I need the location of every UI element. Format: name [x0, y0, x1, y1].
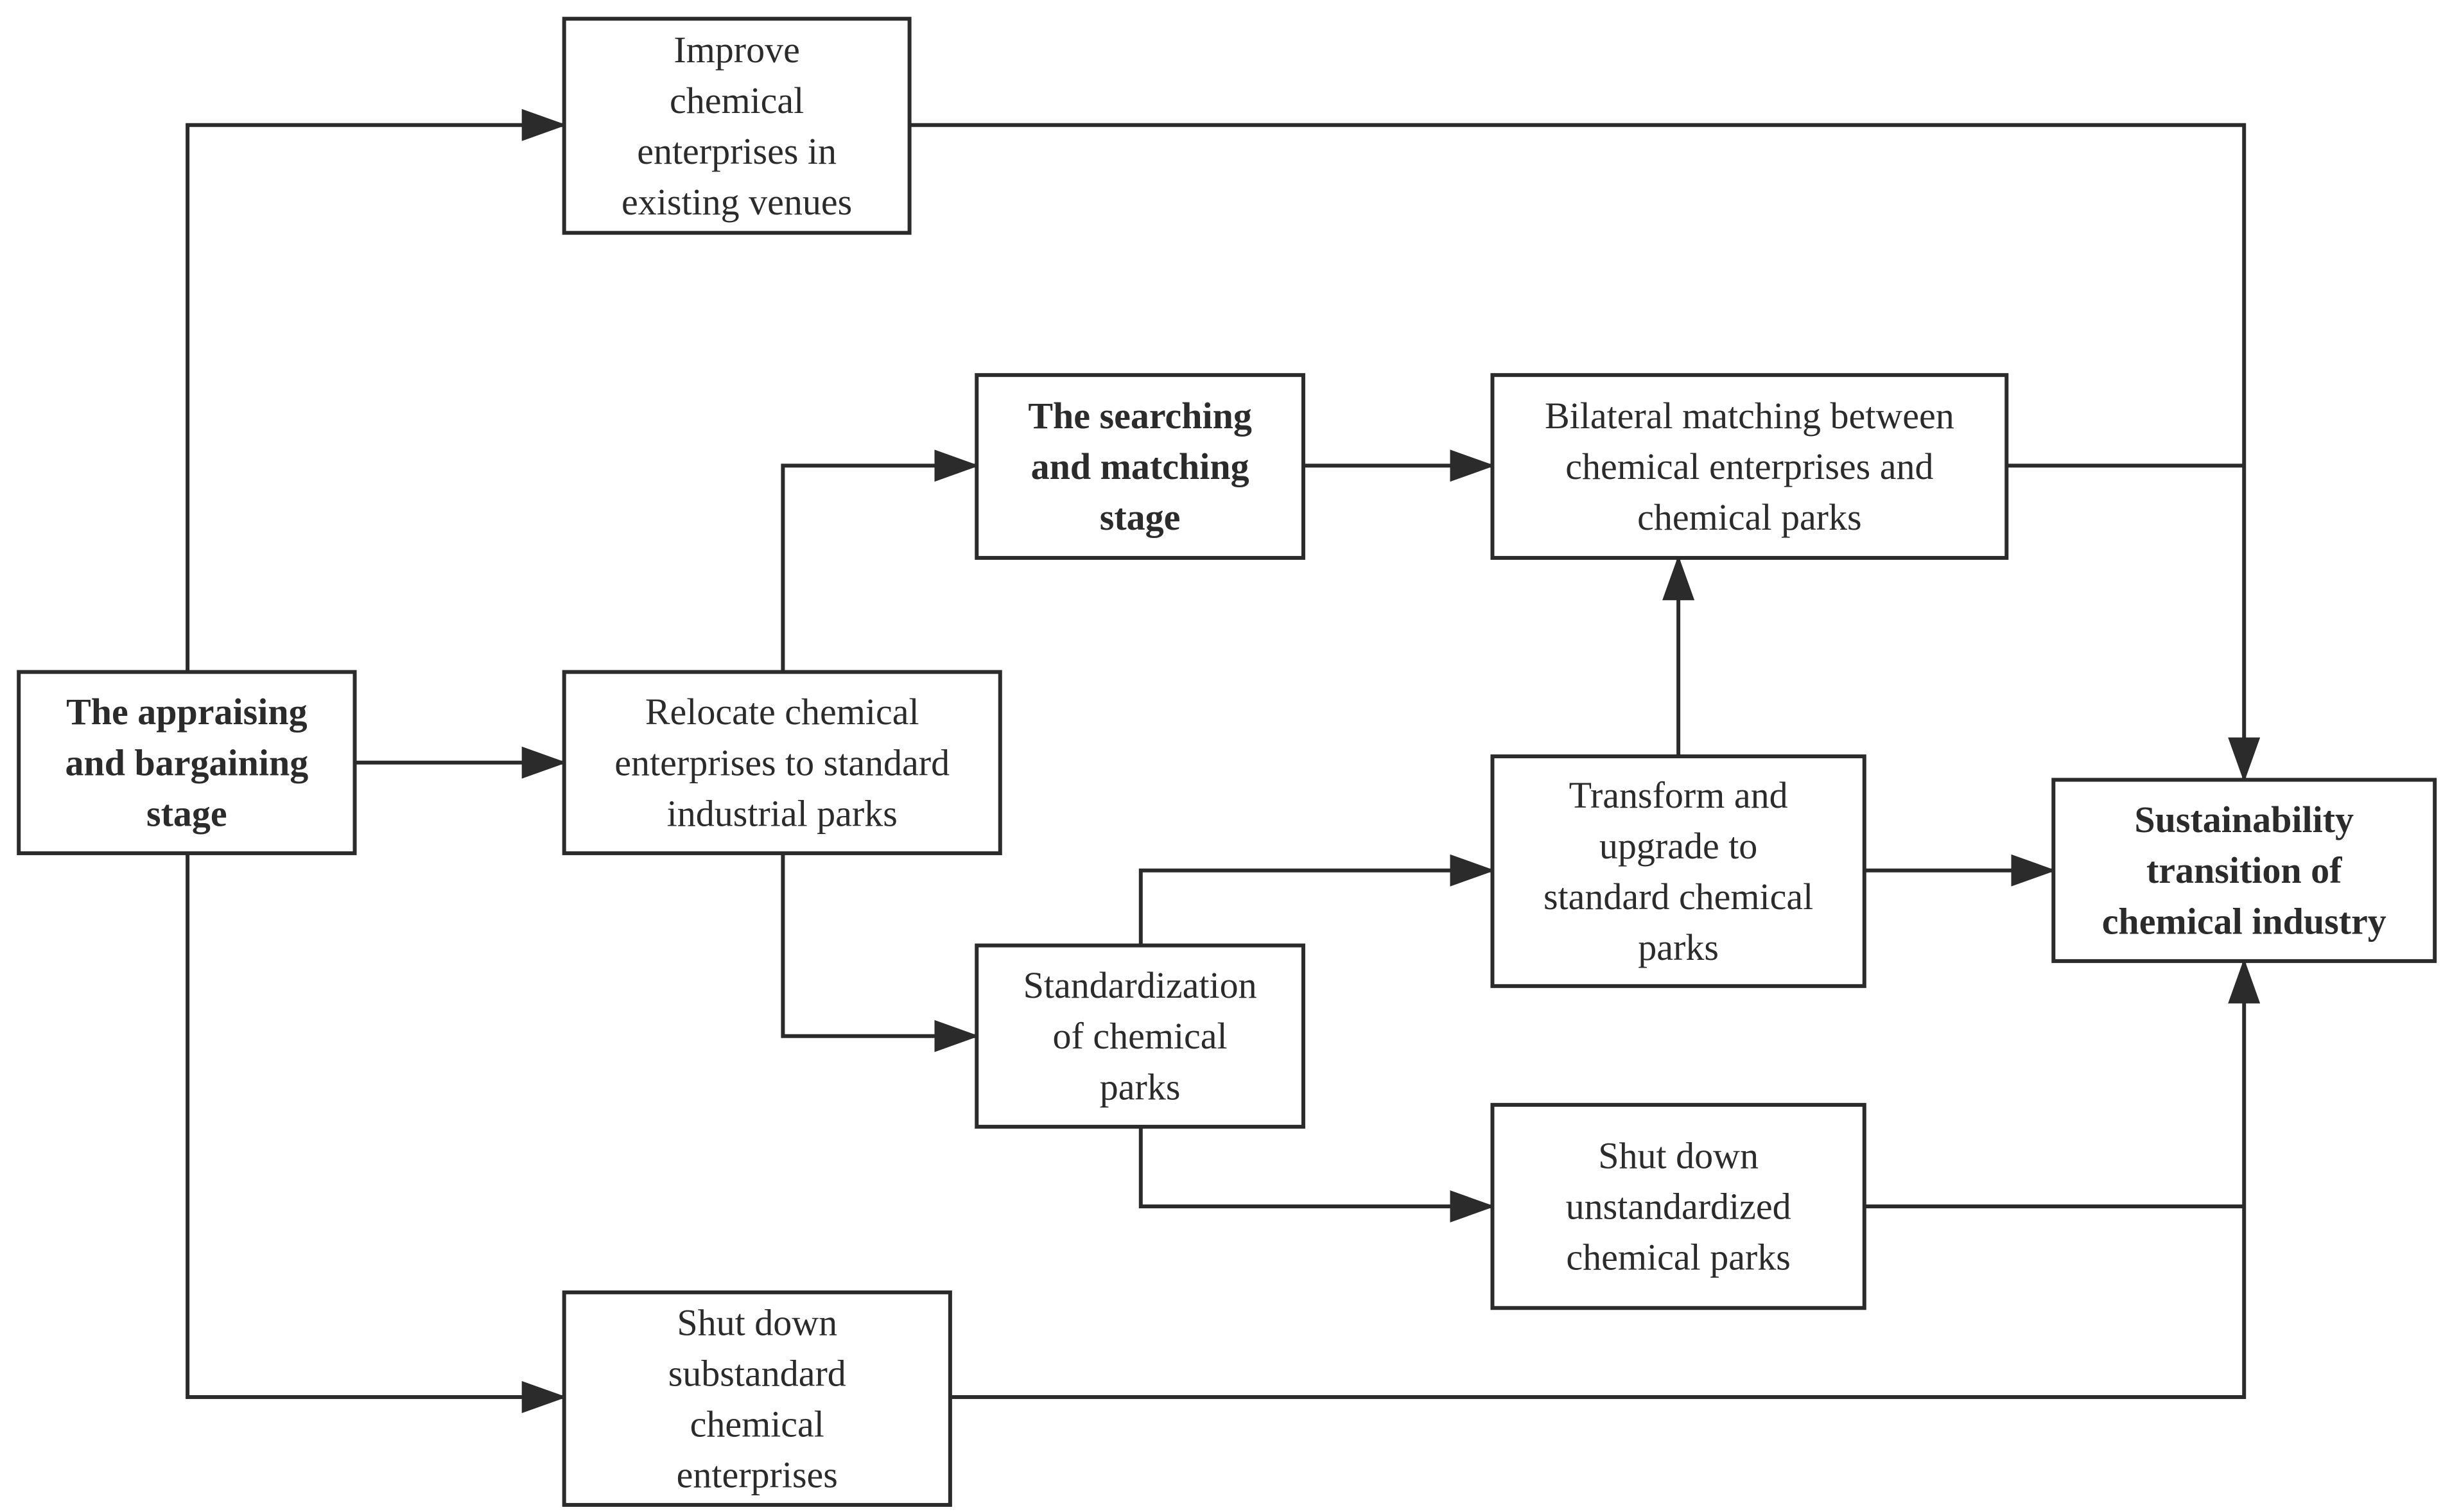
node-box-searching [975, 373, 1305, 560]
node-label-relocate: industrial parks [667, 792, 898, 834]
nodes-layer: The appraising and bargaining stage Improve… [17, 17, 2437, 1507]
node-improve: Improve chemical enterprises in existing ve… [562, 17, 912, 235]
node-label-transform: parks [1638, 926, 1719, 968]
node-label-sustainability: chemical industry [2102, 900, 2386, 942]
node-label-standardization: parks [1100, 1066, 1181, 1108]
node-label-shut-substandard: substandard [668, 1352, 846, 1394]
node-label-improve: existing venues [622, 181, 852, 223]
node-label-bilateral: chemical parks [1637, 496, 1861, 538]
node-box-appraising [17, 670, 357, 855]
node-label-sustainability: transition of [2146, 849, 2342, 891]
node-label-appraising: The appraising [66, 691, 308, 733]
edge-standardization-to-shut-unstandardized [1138, 1126, 1495, 1222]
node-label-improve: enterprises in [637, 130, 837, 172]
node-label-shut-unstandardized: Shut down [1598, 1134, 1759, 1176]
node-label-standardization: of chemical [1053, 1015, 1228, 1057]
node-label-standardization: Standardization [1023, 964, 1257, 1006]
node-box-transform [1490, 754, 1866, 988]
node-box-standardization [975, 943, 1305, 1129]
node-label-improve: Improve [674, 29, 800, 71]
edge-shut-substandard-to-sustainability [950, 958, 2261, 1399]
node-box-relocate [562, 670, 1002, 855]
edge-appraising-to-shut-substandard [186, 853, 567, 1413]
node-label-appraising: and bargaining [65, 742, 308, 783]
node-label-searching: stage [1100, 496, 1181, 538]
edge-standardization-to-transform [1138, 854, 1495, 946]
node-appraising: The appraising and bargaining stage [17, 670, 357, 855]
node-label-transform: standard chemical [1543, 876, 1813, 917]
edge-relocate-to-searching [781, 449, 980, 672]
edge-improve-to-sustainability [909, 123, 2261, 783]
node-bilateral: Bilateral matching between chemical enter… [1490, 373, 2009, 560]
node-label-transform: Transform and [1569, 774, 1788, 816]
node-label-searching: and matching [1031, 446, 1249, 487]
node-transform: Transform and upgrade to standard chemical… [1490, 754, 1866, 988]
node-box-sustainability [2051, 778, 2437, 963]
edge-relocate-to-standardization [781, 853, 980, 1052]
node-standardization: Standardization of chemical parks [975, 943, 1305, 1129]
node-box-shut-substandard [562, 1290, 952, 1507]
node-label-bilateral: chemical enterprises and [1565, 446, 1933, 487]
node-label-appraising: stage [146, 792, 227, 834]
node-label-shut-substandard: chemical [690, 1403, 824, 1445]
node-label-relocate: enterprises to standard [614, 742, 950, 783]
node-box-improve [562, 17, 912, 235]
node-label-sustainability: Sustainability [2134, 799, 2354, 840]
node-label-shut-unstandardized: unstandardized [1566, 1186, 1791, 1228]
node-label-improve: chemical [670, 80, 804, 121]
edges-layer [186, 109, 2261, 1413]
node-box-bilateral [1490, 373, 2009, 560]
node-label-shut-substandard: enterprises [677, 1454, 838, 1496]
node-relocate: Relocate chemical enterprises to standard… [562, 670, 1002, 855]
node-sustainability: Sustainability transition of chemical indu… [2051, 778, 2437, 963]
node-label-shut-substandard: Shut down [677, 1301, 837, 1343]
node-shut-substandard: Shut down substandard chemical enterprises [562, 1290, 952, 1507]
node-box-shut-unstandardized [1490, 1102, 1866, 1310]
edge-appraising-to-improve [186, 109, 567, 672]
node-label-bilateral: Bilateral matching between [1545, 395, 1954, 437]
node-shut-unstandardized: Shut down unstandardized chemical parks [1490, 1102, 1866, 1310]
node-label-relocate: Relocate chemical [645, 691, 919, 733]
node-label-shut-unstandardized: chemical parks [1566, 1237, 1790, 1278]
node-label-transform: upgrade to [1599, 825, 1757, 867]
node-label-searching: The searching [1028, 395, 1252, 437]
node-searching: The searching and matching stage [975, 373, 1305, 560]
